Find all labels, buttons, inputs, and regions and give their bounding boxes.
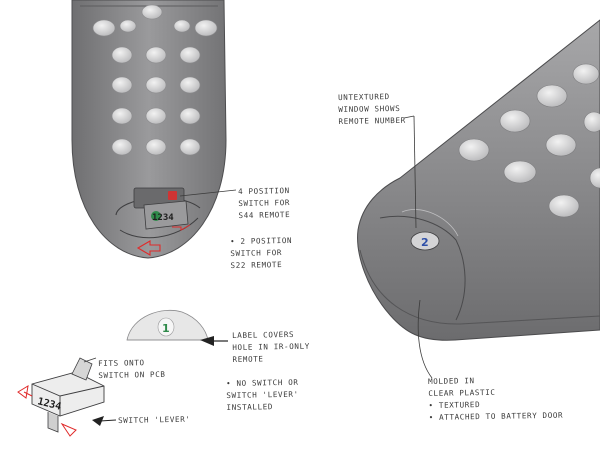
lever-left-red-arrow (17, 385, 33, 399)
annotation-fits-onto: FITS ONTO SWITCH ON PCB (98, 358, 166, 380)
window-number: 2 (421, 236, 429, 249)
annotation-no-switch: • NO SWITCH OR SWITCH 'LEVER' INSTALLED (226, 377, 299, 412)
switch-lever: 1234 (17, 357, 117, 437)
lever-pointer-arrow (92, 416, 104, 426)
left-remote-body (71, 0, 227, 259)
label-pointer-arrow (200, 336, 214, 346)
left-red-arrow (136, 240, 161, 256)
lever-right-red-arrow (60, 422, 77, 437)
remote-number-window (410, 231, 440, 251)
annotation-2-position-switch: • 2 POSITION SWITCH FOR S22 REMOTE (230, 235, 293, 270)
switch-red-indicator (168, 191, 177, 200)
annotation-molded-clear-plastic: MOLDED IN CLEAR PLASTIC • TEXTURED • ATT… (428, 376, 564, 422)
switch-digits: 1234 (152, 213, 174, 223)
annotation-untextured-window: UNTEXTURED WINDOW SHOWS REMOTE NUMBER (338, 92, 406, 126)
switch-green-position (151, 211, 161, 221)
left-remote: 1234 (71, 0, 237, 259)
annotation-label-covers: LABEL COVERS HOLE IN IR-ONLY REMOTE (232, 329, 310, 364)
annotation-4-position-switch: 4 POSITION SWITCH FOR S44 REMOTE (238, 186, 291, 220)
left-remote-top-buttons (92, 4, 218, 37)
left-remote-button-grid (111, 46, 201, 156)
right-red-arrow (172, 224, 191, 231)
annotation-switch-lever: SWITCH 'LEVER' (118, 414, 191, 425)
label-number: 1 (162, 322, 170, 335)
right-remote: 2 (357, 19, 600, 379)
label-cover: 1 (126, 309, 228, 346)
right-remote-buttons (458, 63, 600, 218)
right-remote-body (357, 19, 600, 341)
